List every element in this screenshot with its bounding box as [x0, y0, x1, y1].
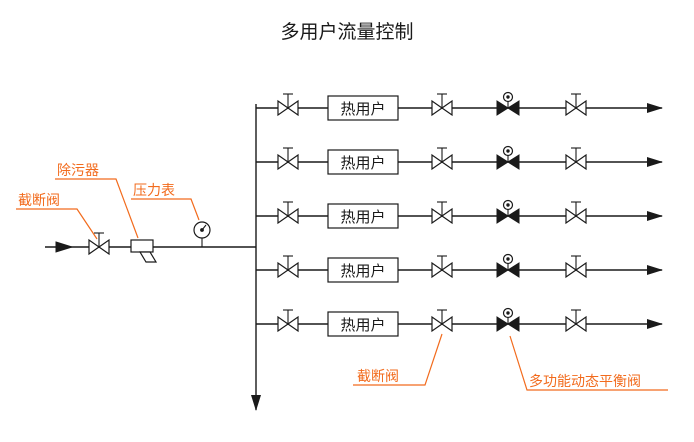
callout-pressure-gauge: 压力表: [133, 183, 175, 199]
heat-user-box: [327, 203, 399, 229]
callout-main-shutoff: 截断阀: [18, 193, 60, 209]
callout-leaders: [16, 178, 668, 391]
heat-user-box: [327, 95, 399, 121]
heat-user-box: [327, 257, 399, 283]
branch-shutoff-valve-icon: [431, 93, 453, 117]
balancing-valve-icon: [496, 91, 520, 116]
balancing-valve-icon: [496, 199, 520, 224]
callout-balancing-valve: 多功能动态平衡阀: [529, 373, 641, 390]
branch-inlet-valve-icon: [277, 93, 299, 117]
heat-user-label: 热用户: [340, 262, 385, 280]
branch-inlet-valve-icon: [277, 309, 299, 333]
branch-1: 热用户: [256, 91, 663, 121]
heat-user-label: 热用户: [340, 316, 385, 334]
branch-5: 热用户: [256, 307, 663, 337]
main-supply-line: [45, 221, 256, 263]
branch-shutoff-valve-icon: [431, 255, 453, 279]
heat-user-label: 热用户: [340, 100, 385, 118]
branch-3: 热用户: [256, 199, 663, 229]
callout-strainer: 除污器: [57, 163, 99, 179]
branch-inlet-valve-icon: [277, 255, 299, 279]
heat-user-label: 热用户: [340, 154, 385, 172]
balancing-valve-icon: [496, 145, 520, 170]
branch-outlet-valve-icon: [565, 93, 587, 117]
heat-user-box: [327, 311, 399, 337]
balancing-valve-icon: [496, 253, 520, 278]
leader-strainer: [55, 178, 139, 239]
leader-branch-shutoff: [353, 333, 443, 386]
callout-branch-shutoff: 截断阀: [357, 369, 399, 385]
branch-2: 热用户: [256, 145, 663, 175]
leader-balancing: [509, 335, 668, 391]
strainer-icon: [130, 239, 158, 263]
pressure-gauge-icon: [193, 221, 211, 247]
heat-user-label: 热用户: [340, 208, 385, 226]
branch-outlet-valve-icon: [565, 201, 587, 225]
branch-outlet-valve-icon: [565, 309, 587, 333]
branch-shutoff-valve-icon: [431, 201, 453, 225]
balancing-valve-icon: [496, 307, 520, 332]
branch-inlet-valve-icon: [277, 201, 299, 225]
leader-main-shutoff: [16, 208, 98, 240]
branch-inlet-valve-icon: [277, 147, 299, 171]
diagram-title: 多用户流量控制: [280, 21, 413, 43]
branch-shutoff-valve-icon: [431, 309, 453, 333]
branch-outlet-valve-icon: [565, 255, 587, 279]
branch-4: 热用户: [256, 253, 663, 283]
branch-outlet-valve-icon: [565, 147, 587, 171]
branch-shutoff-valve-icon: [431, 147, 453, 171]
heat-user-box: [327, 149, 399, 175]
leader-gauge: [131, 198, 200, 221]
main-shutoff-valve-icon: [88, 232, 110, 256]
